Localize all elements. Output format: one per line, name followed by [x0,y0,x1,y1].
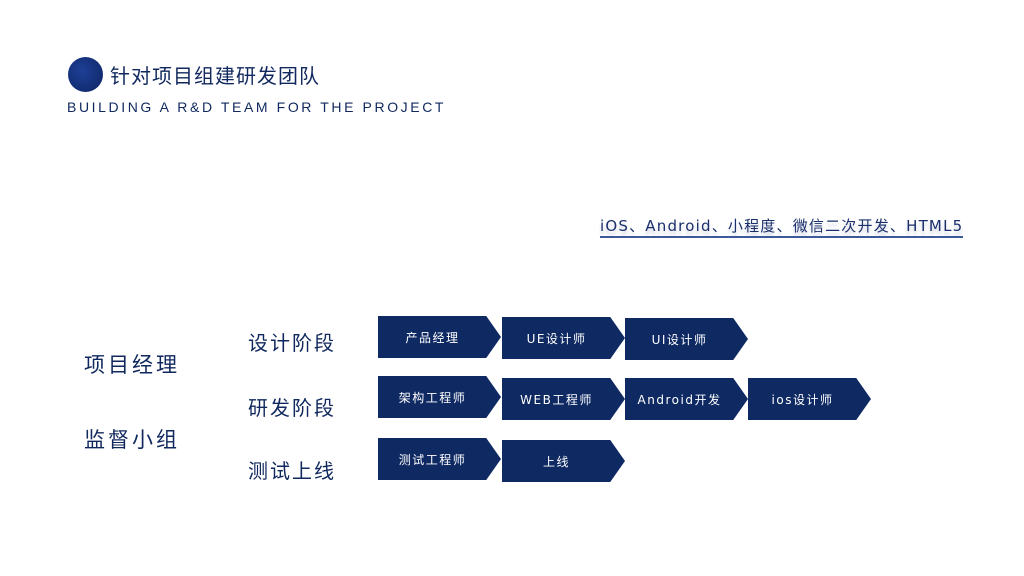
page-subtitle: BUILDING A R&D TEAM FOR THE PROJECT [67,99,447,115]
tech-stack-text: iOS、Android、小程度、微信二次开发、HTML5 [600,215,964,238]
step-arrow: 产品经理 [378,316,501,358]
step-arrow: UE设计师 [502,317,625,359]
lead-label-pm: 项目经理 [84,353,180,377]
step-arrow: WEB工程师 [502,378,625,420]
stage-label-design: 设计阶段 [248,331,336,355]
stage-label-dev: 研发阶段 [248,396,336,420]
step-arrow: 上线 [502,440,625,482]
lead-label-supervision: 监督小组 [84,428,180,452]
title-bullet-icon [68,57,103,92]
step-arrow: 架构工程师 [378,376,501,418]
step-arrow: UI设计师 [625,318,748,360]
step-arrow: 测试工程师 [378,438,501,480]
page-title: 针对项目组建研发团队 [110,64,320,88]
step-arrow: Android开发 [625,378,748,420]
stage-label-test: 测试上线 [248,459,336,483]
step-arrow: ios设计师 [748,378,871,420]
